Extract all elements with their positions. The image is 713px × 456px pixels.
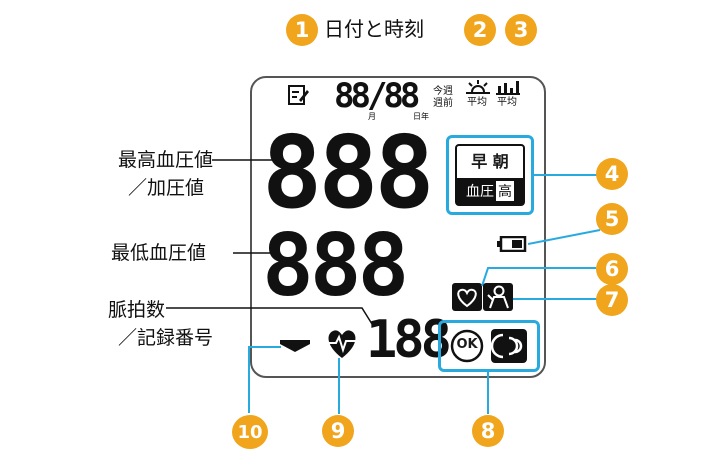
- mode-bp-label: 血圧: [466, 184, 494, 200]
- lcd-date-digits: 88/88: [334, 76, 420, 116]
- ok-indicator-frame: [438, 320, 540, 372]
- leader-line-5: [528, 229, 601, 245]
- person-icon: [483, 283, 513, 311]
- callout-3: 3: [505, 14, 537, 46]
- label-systolic-line1: 最高血圧値: [118, 149, 214, 171]
- ok-icon: [450, 329, 484, 363]
- memo-icon: [288, 85, 309, 105]
- lcd-systolic-digits: 888: [262, 114, 435, 231]
- lcd-day-year-label: 日年: [413, 112, 429, 121]
- heading-date-time: 日付と時刻: [324, 17, 424, 41]
- callout-1: 1: [286, 14, 318, 46]
- label-diastolic: 最低血圧値: [111, 242, 207, 264]
- callout-4: 4: [596, 158, 628, 190]
- callout-8: 8: [472, 415, 504, 447]
- callout-2: 2: [464, 14, 496, 46]
- ok-label: OK: [456, 337, 478, 352]
- arrow-down-icon: [280, 340, 310, 352]
- heart-icon: [452, 283, 482, 311]
- lcd-pulse-digits: 188: [366, 310, 452, 370]
- lcd-this-week: 今週: [433, 86, 453, 97]
- leader-line-7: [513, 298, 599, 300]
- leader-line-8: [487, 372, 489, 414]
- leader-line-4: [534, 174, 598, 176]
- leader-line-systolic: [212, 159, 272, 161]
- leader-line-9: [338, 358, 340, 414]
- lcd-avg-a: 平均: [467, 97, 487, 108]
- sun-icon: [466, 80, 490, 94]
- mode-indicator-frame: [446, 135, 534, 215]
- lcd-diastolic-digits: 888: [262, 216, 409, 316]
- callout-9: 9: [322, 415, 354, 447]
- battery-icon: [497, 236, 527, 252]
- label-systolic-line2: ／加圧値: [128, 177, 205, 199]
- callout-7: 7: [596, 284, 628, 316]
- leader-line-6: [481, 267, 596, 287]
- callout-6: 6: [596, 253, 628, 285]
- mode-high-label: 高: [496, 181, 514, 201]
- label-pulse-line1: 脈拍数: [108, 299, 166, 321]
- lcd-avg-b: 平均: [497, 97, 517, 108]
- leader-line-diastolic: [233, 252, 273, 254]
- bar-chart-icon: [496, 81, 520, 95]
- callout-10: 10: [232, 415, 268, 449]
- leader-line-pulse: [166, 307, 373, 325]
- lcd-display: [250, 76, 546, 378]
- callout-5: 5: [596, 203, 628, 235]
- leader-line-10: [248, 346, 281, 413]
- lcd-month-label: 月: [368, 112, 376, 121]
- mode-morning-label: 早 朝: [471, 152, 509, 171]
- cuff-wrap-icon: [491, 329, 527, 363]
- label-pulse-line2: ／記録番号: [118, 327, 214, 349]
- mode-high-bp: 血圧高: [457, 178, 523, 204]
- lcd-prev-week: 週前: [433, 98, 453, 109]
- pulse-heart-icon: [328, 330, 356, 358]
